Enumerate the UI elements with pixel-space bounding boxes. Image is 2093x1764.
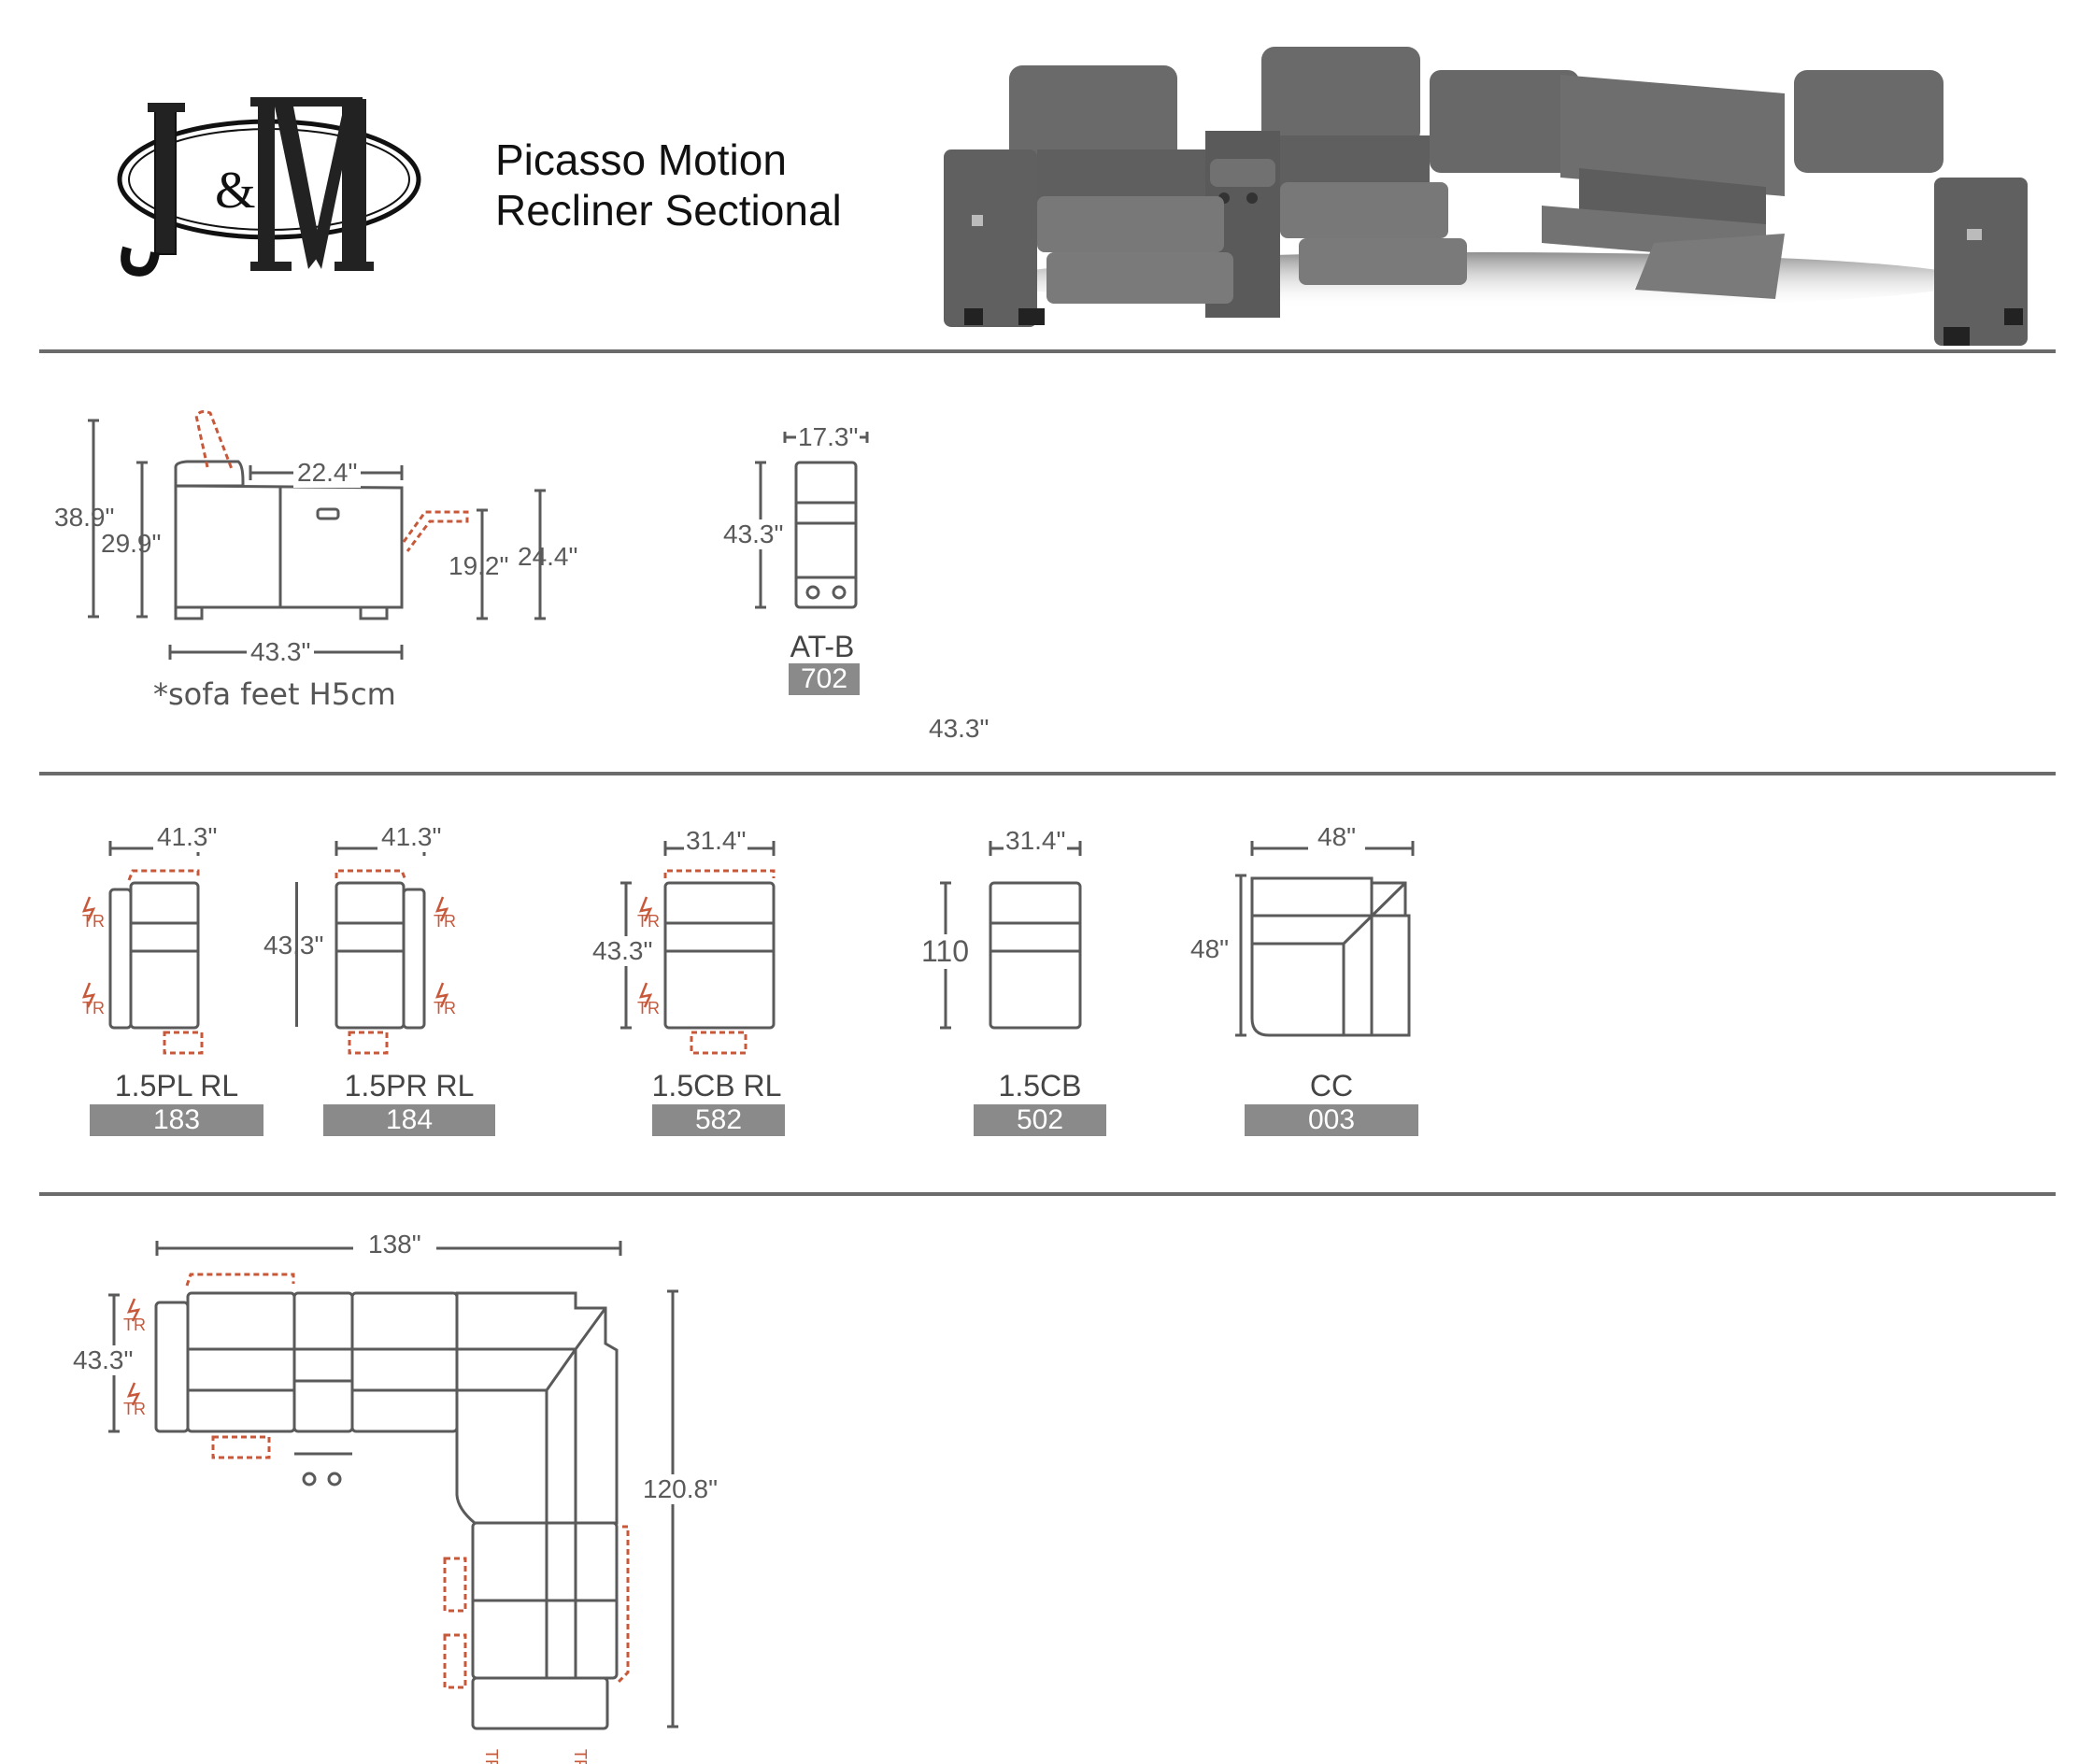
module-1-width: 41.3" (153, 822, 221, 852)
module-2-number-badge: 184 (323, 1104, 495, 1136)
console-number-badge: 702 (789, 663, 860, 695)
console-depth: 43.3" (723, 519, 784, 549)
svg-text:TR: TR (82, 912, 105, 931)
dim-back-height: 29.9" (101, 529, 162, 558)
module-5-width: 48" (1308, 822, 1366, 852)
layout-overall-width: 138" (353, 1230, 436, 1259)
right-arm-recliner-icon: TR TR (335, 841, 456, 1055)
title-line-2: Recliner Sectional (495, 186, 842, 235)
svg-text:TR: TR (82, 999, 105, 1017)
section-divider-2 (39, 772, 2056, 775)
product-title: Picasso Motion Recliner Sectional (495, 135, 842, 235)
svg-text:TR: TR (123, 1316, 146, 1334)
layout-left-depth: 43.3" (73, 1345, 134, 1375)
module-3-depth: 43.3" (592, 936, 653, 966)
dim-depth: 43.3" (247, 637, 315, 667)
dim-overall-height: 38.9" (54, 503, 115, 532)
module-5-code: CC (1309, 1069, 1354, 1102)
side-profile-icon (88, 410, 546, 660)
layout-plan-icon: TR TR TR TR (108, 1241, 678, 1764)
brand-logo: & (110, 93, 428, 290)
section-divider-3 (39, 1192, 2056, 1196)
console-width: 17.3" (796, 422, 861, 452)
module-4-number-badge: 502 (974, 1104, 1106, 1136)
sectional-layout-plan: TR TR TR TR (56, 1215, 766, 1764)
dim-footrest-height: 19.2" (448, 551, 509, 580)
module-1-code: 1.5PL RL (114, 1069, 239, 1102)
module-5-drawing (1159, 822, 1439, 1065)
svg-text:TR: TR (434, 912, 456, 931)
module-2-code: 1.5PR RL (344, 1069, 475, 1102)
module-2-width: 41.3" (377, 822, 446, 852)
module-5-depth: 48" (1190, 934, 1230, 964)
module-1-depth: 43.3" (263, 931, 324, 960)
module-3-number-badge: 582 (652, 1104, 785, 1136)
module-1-depth-line (295, 882, 298, 1027)
module-4-width: 31.4" (1004, 826, 1068, 856)
side-view-drawing (56, 410, 654, 729)
module-3-code: 1.5CB RL (651, 1069, 782, 1102)
svg-text:TR: TR (571, 1749, 590, 1764)
layout-overall-length: 120.8" (643, 1474, 719, 1504)
corner-chair-icon (1235, 841, 1415, 1037)
dim-seat-depth: 22.4" (293, 458, 362, 488)
module-3-width: 31.4" (684, 826, 748, 856)
svg-text:&: & (215, 162, 256, 220)
svg-text:TR: TR (637, 912, 660, 931)
sectional-sofa-photo (944, 19, 2028, 346)
section-divider-1 (39, 349, 2056, 353)
svg-text:TR: TR (637, 999, 660, 1017)
stray-dimension-label: 43.3" (929, 714, 990, 743)
module-5-number-badge: 003 (1245, 1104, 1418, 1136)
module-4-code: 1.5CB (998, 1069, 1082, 1102)
module-2-drawing: TR TR (308, 822, 551, 1065)
svg-text:TR: TR (482, 1749, 501, 1764)
sofa-photo-icon (944, 47, 2028, 346)
title-line-1: Picasso Motion (495, 135, 787, 184)
module-1-number-badge: 183 (90, 1104, 263, 1136)
svg-text:TR: TR (123, 1400, 146, 1418)
jm-oval-logo-icon: & (117, 97, 421, 277)
dim-arm-height: 24.4" (518, 542, 578, 571)
feet-note: *sofa feet H5cm (153, 676, 396, 712)
module-4-depth: 110 (921, 934, 970, 969)
console-code: AT-B (790, 630, 855, 663)
svg-text:TR: TR (434, 999, 456, 1017)
